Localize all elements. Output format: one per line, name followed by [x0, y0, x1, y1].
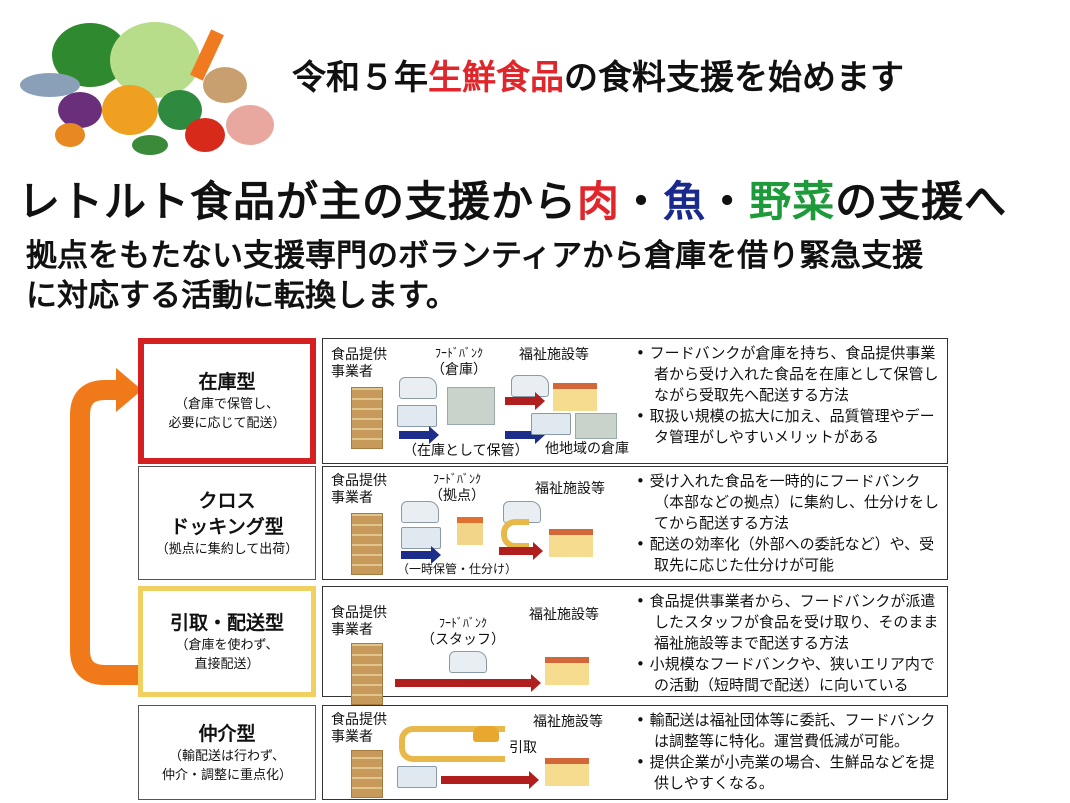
foodbank-label: ﾌｰﾄﾞﾊﾞﾝｸ（倉庫）: [431, 346, 487, 378]
other-warehouse-label: 他地域の倉庫: [545, 441, 629, 457]
van-icon: [449, 651, 487, 673]
bullet: 輸配送は福祉団体等に委託、フードバンクは調整等に特化。運営費低減が可能。: [636, 710, 941, 752]
warehouse-icon: [575, 413, 617, 439]
model-desc: （輸配送は行わず、: [168, 748, 286, 764]
hub-house-icon: [457, 517, 483, 545]
building-icon: [351, 513, 383, 575]
headline-vegetables: 野菜: [749, 177, 836, 226]
model-label-inventory: 在庫型 （倉庫で保管し、 必要に応じて配送）: [138, 338, 316, 464]
headline-dot: ・: [706, 177, 750, 226]
title-suffix: の食料支援を始めます: [564, 58, 904, 98]
bullet: フードバンクが倉庫を持ち、食品提供事業者から受け入れた食品を在庫として保管しなが…: [636, 343, 941, 406]
facility-icon: [553, 383, 597, 411]
model-desc: （倉庫で保管し、: [174, 397, 279, 412]
arrow-icon: [399, 426, 439, 444]
provider-label: 食品提供事業者: [331, 605, 387, 638]
truck-icon: [401, 527, 441, 549]
van-icon: [399, 377, 437, 399]
model-row-inventory: 在庫型 （倉庫で保管し、 必要に応じて配送） 食品提供事業者 ﾌｰﾄﾞﾊﾞﾝｸ（…: [138, 338, 948, 464]
model-name: 仲介型: [198, 722, 256, 745]
model-desc: （拠点に集約して出荷）: [155, 541, 299, 557]
destination-label: 福祉施設等: [529, 607, 599, 623]
title-prefix: 令和５年: [292, 58, 428, 98]
subheadline-line: 拠点をもたない支援専門のボランティアから倉庫を借り緊急支援: [26, 238, 924, 274]
diagram-intermediary: 食品提供事業者 引取 福祉施設等: [322, 705, 632, 800]
model-label-pickup-delivery: 引取・配送型 （倉庫を使わず、 直接配送）: [138, 586, 316, 697]
page-title: 令和５年生鮮食品の食料支援を始めます: [292, 50, 904, 99]
diagram-inventory: 食品提供事業者 ﾌｰﾄﾞﾊﾞﾝｸ（倉庫） 福祉施設等 （在庫として保管） 他地域…: [322, 338, 632, 464]
model-name: 在庫型: [198, 371, 256, 393]
arrow-icon: [505, 392, 545, 410]
truck-icon: [531, 413, 571, 435]
model-desc: 必要に応じて配送）: [168, 416, 286, 431]
subheadline: 拠点をもたない支援専門のボランティアから倉庫を借り緊急支援に対応する活動に転換し…: [26, 236, 923, 316]
facility-icon: [545, 758, 589, 786]
facility-icon: [549, 529, 593, 557]
diagram-cross-docking: 食品提供事業者 ﾌｰﾄﾞﾊﾞﾝｸ（拠点） 福祉施設等 （一時保管・仕分け）: [322, 466, 632, 580]
diagram-pickup-delivery: 食品提供事業者 ﾌｰﾄﾞﾊﾞﾝｸ（スタッフ） 福祉施設等: [322, 586, 632, 705]
arrow-icon: [395, 674, 541, 692]
model-label-cross-docking: クロス ドッキング型 （拠点に集約して出荷）: [138, 466, 316, 580]
model-desc: 仲介・調整に重点化）: [161, 767, 292, 783]
arrow-icon: [441, 771, 539, 789]
headline: レトルト食品が主の支援から肉・魚・野菜の支援へ: [18, 168, 1007, 229]
model-row-intermediary: 仲介型 （輸配送は行わず、 仲介・調整に重点化） 食品提供事業者 引取 福祉施設…: [138, 705, 948, 800]
destination-label: 福祉施設等: [533, 714, 603, 730]
bullet: 配送の効率化（外部への委託など）や、受取先に応じた仕分けが可能: [636, 534, 941, 576]
truck-icon: [397, 766, 437, 788]
title-highlight: 生鮮食品: [428, 58, 564, 98]
model-row-pickup-delivery: 引取・配送型 （倉庫を使わず、 直接配送） 食品提供事業者 ﾌｰﾄﾞﾊﾞﾝｸ（ス…: [138, 586, 948, 705]
headline-text: の支援へ: [835, 177, 1008, 226]
arrow-icon: [505, 426, 545, 444]
model-row-cross-docking: クロス ドッキング型 （拠点に集約して出荷） 食品提供事業者 ﾌｰﾄﾞﾊﾞﾝｸ（…: [138, 466, 948, 580]
destination-label: 福祉施設等: [519, 347, 589, 363]
building-icon: [351, 387, 383, 449]
orange-cycle-arrow-icon: [70, 368, 142, 685]
arrow-icon: [499, 542, 543, 560]
subheadline-line: に対応する活動に転換します。: [26, 278, 457, 314]
model-desc: 直接配送）: [194, 656, 260, 672]
model-label-intermediary: 仲介型 （輸配送は行わず、 仲介・調整に重点化）: [138, 705, 316, 800]
facility-icon: [545, 657, 589, 685]
diagram-note: （在庫として保管）: [403, 443, 529, 459]
model-name: 引取・配送型: [169, 611, 284, 634]
bullet: 食品提供事業者から、フードバンクが派遣したスタッフが食品を受け取り、そのまま福祉…: [636, 591, 941, 654]
building-icon: [351, 643, 383, 705]
model-description: 輸配送は福祉団体等に委託、フードバンクは調整等に特化。運営費低減が可能。 提供企…: [632, 705, 948, 800]
foodbank-label: ﾌｰﾄﾞﾊﾞﾝｸ（スタッフ）: [421, 616, 505, 648]
bullet: 小規模なフードバンクや、狭いエリア内での活動（短時間で配送）に向いている: [636, 654, 941, 696]
headline-fish: 魚: [663, 177, 707, 226]
destination-label: 福祉施設等: [535, 481, 605, 497]
provider-label: 食品提供事業者: [331, 712, 387, 745]
u-turn-arrow-icon: [501, 519, 529, 549]
bullet: 取扱い規模の拡大に加え、品質管理やデータ管理がしやすいメリットがある: [636, 406, 941, 448]
foodbank-label: ﾌｰﾄﾞﾊﾞﾝｸ（拠点）: [429, 472, 485, 504]
vegetables-illustration: [20, 22, 274, 155]
warehouse-icon: [447, 387, 495, 425]
provider-label: 食品提供事業者: [331, 473, 387, 506]
model-description: 食品提供事業者から、フードバンクが派遣したスタッフが食品を受け取り、そのまま福祉…: [632, 586, 948, 697]
model-desc: （倉庫を使わず、: [175, 637, 279, 653]
truck-icon: [397, 405, 437, 427]
headline-dot: ・: [620, 177, 664, 226]
u-turn-arrow-icon: [399, 726, 505, 762]
model-description: 受け入れた食品を一時的にフードバンク（本部などの拠点）に集約し、仕分けをしてから…: [632, 466, 948, 580]
van-icon: [511, 375, 549, 397]
pickup-label: 引取: [509, 740, 537, 756]
arrow-icon: [401, 546, 441, 564]
van-icon: [401, 501, 439, 523]
car-icon: [473, 726, 499, 742]
headline-meat: 肉: [577, 177, 621, 226]
building-icon: [351, 750, 383, 798]
model-name: ドッキング型: [170, 515, 284, 538]
headline-text: レトルト食品が主の支援から: [18, 177, 578, 226]
provider-label: 食品提供事業者: [331, 347, 387, 380]
bullet: 提供企業が小売業の場合、生鮮品などを提供しやすくなる。: [636, 752, 941, 794]
model-name: クロス: [198, 489, 256, 512]
model-description: フードバンクが倉庫を持ち、食品提供事業者から受け入れた食品を在庫として保管しなが…: [632, 338, 948, 464]
bullet: 受け入れた食品を一時的にフードバンク（本部などの拠点）に集約し、仕分けをしてから…: [636, 471, 941, 534]
diagram-note: （一時保管・仕分け）: [397, 562, 518, 576]
